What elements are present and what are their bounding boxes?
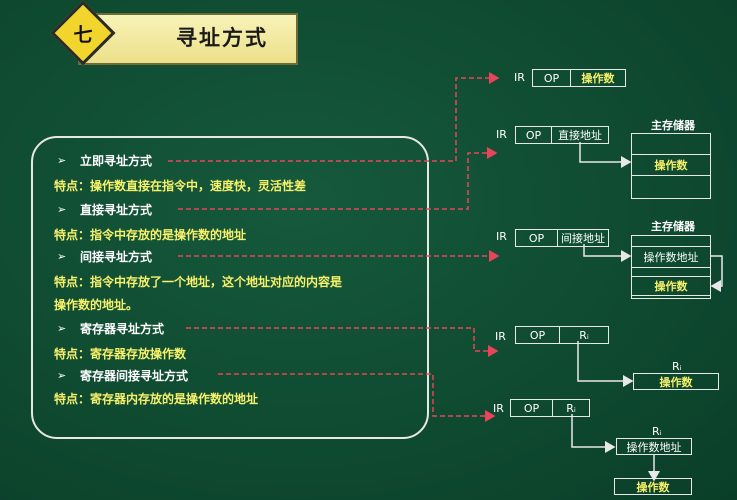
memory-operand-box: 操作数 <box>614 478 692 495</box>
ri-field: Rᵢ <box>566 401 576 415</box>
register-ri-box: 操作数 <box>633 373 719 390</box>
op-field: OP <box>533 70 571 86</box>
ri-label: Rᵢ <box>652 425 662 438</box>
main-memory-label: 主存储器 <box>651 220 695 233</box>
title-banner <box>78 13 298 65</box>
ir-label: IR <box>493 402 504 415</box>
bullet-icon: ➢ <box>57 250 67 263</box>
ir-label: IR <box>496 128 507 141</box>
mode-register: 寄存器寻址方式 <box>80 322 165 336</box>
op-field: OP <box>516 327 560 343</box>
feature-register-indirect: 特点：寄存器内存放的是操作数的地址 <box>54 392 259 406</box>
feature-direct: 特点：指令中存放的是操作数的地址 <box>54 228 247 242</box>
ir-label: IR <box>514 71 525 84</box>
arrow-register-to-ri <box>577 341 634 387</box>
arrow-direct <box>178 147 498 210</box>
instruction-register-immediate: OP 操作数 <box>532 69 626 87</box>
op-field: OP <box>516 127 552 143</box>
operand-address-cell: 操作数地址 <box>632 246 710 268</box>
arrow-indirect-to-memory <box>583 244 632 262</box>
arrow-register-indirect <box>218 373 496 422</box>
ir-label: IR <box>495 330 506 343</box>
ir-label: IR <box>496 230 507 243</box>
indirect-address-field: 间接地址 <box>561 232 605 245</box>
immediate-operand-field: 操作数 <box>581 72 615 85</box>
feature-indirect-line1: 特点：指令中存放了一个地址，这个地址对应的内容是 <box>54 275 343 289</box>
mode-indirect: 间接寻址方式 <box>80 250 153 264</box>
arrow-indirect-loop <box>710 255 723 292</box>
page-title: 寻址方式 <box>176 26 268 50</box>
arrow-register <box>186 327 499 357</box>
instruction-register-register-indirect: OP Rᵢ <box>510 399 590 417</box>
addressing-modes-panel <box>31 136 429 439</box>
op-field: OP <box>516 230 558 246</box>
operand-cell: 操作数 <box>632 276 710 296</box>
ri-field: Rᵢ <box>579 328 589 342</box>
instruction-register-register: OP Rᵢ <box>515 326 609 344</box>
op-field: OP <box>511 400 553 416</box>
bullet-icon: ➢ <box>57 322 67 335</box>
ri-label: Rᵢ <box>672 360 682 373</box>
feature-immediate: 特点：操作数直接在指令中，速度快，灵活性差 <box>54 179 307 193</box>
main-memory-direct: 操作数 <box>631 133 711 199</box>
register-ri-address-box: 操作数地址 <box>616 438 692 455</box>
bullet-icon: ➢ <box>57 369 67 382</box>
feature-indirect-line2: 操作数的地址。 <box>54 298 139 312</box>
direct-address-field: 直接地址 <box>558 129 602 142</box>
mode-register-indirect: 寄存器间接寻址方式 <box>80 369 189 383</box>
instruction-register-indirect: OP 间接地址 <box>515 229 609 247</box>
arrow-ri-to-memory <box>571 414 616 453</box>
mode-direct: 直接寻址方式 <box>80 203 153 217</box>
feature-register: 特点：寄存器存放操作数 <box>54 347 187 361</box>
main-memory-indirect: 操作数地址 操作数 <box>631 235 711 299</box>
section-number: 七 <box>73 23 93 46</box>
operand-cell: 操作数 <box>632 154 710 176</box>
instruction-register-direct: OP 直接地址 <box>515 126 609 144</box>
main-memory-label: 主存储器 <box>651 119 695 132</box>
bullet-icon: ➢ <box>57 154 67 167</box>
bullet-icon: ➢ <box>57 203 67 216</box>
arrow-immediate <box>168 72 500 162</box>
arrow-direct-to-memory <box>579 142 632 168</box>
mode-immediate: 立即寻址方式 <box>80 154 153 168</box>
